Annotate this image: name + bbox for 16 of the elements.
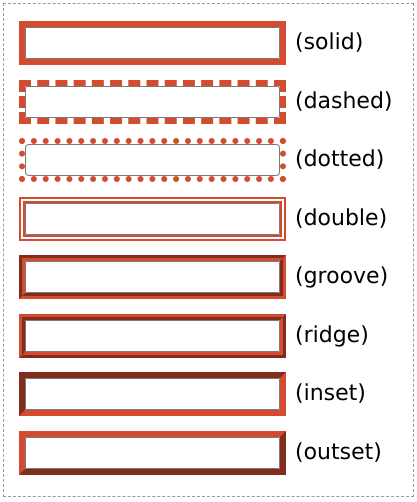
style-label: (dotted) (295, 147, 384, 173)
bordered-box (19, 80, 286, 124)
style-label: (double) (295, 206, 388, 232)
bordered-box (19, 314, 286, 358)
bordered-box (19, 21, 286, 65)
style-label: (groove) (295, 264, 388, 290)
bordered-box (19, 372, 286, 416)
style-label: (solid) (295, 30, 364, 56)
style-label: (dashed) (295, 88, 393, 114)
bordered-box (19, 255, 286, 299)
style-label: (outset) (295, 440, 382, 466)
bordered-box (19, 138, 286, 182)
style-label: (ridge) (295, 322, 369, 348)
bordered-box (19, 430, 286, 474)
bordered-box (19, 196, 286, 240)
style-label: (inset) (295, 381, 366, 407)
